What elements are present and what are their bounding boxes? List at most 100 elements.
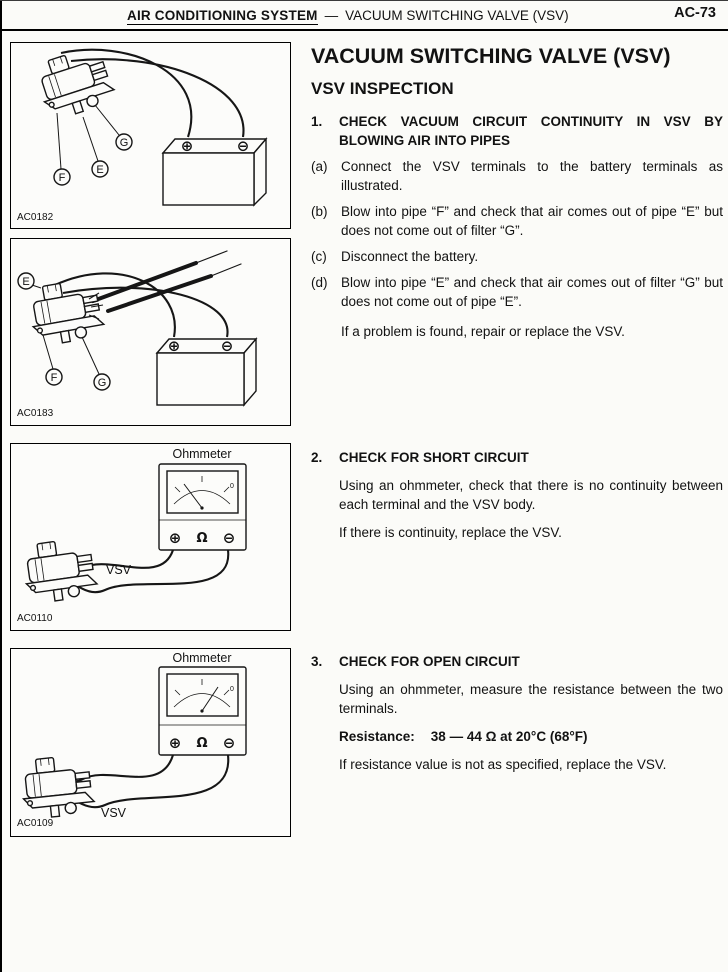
step-2: 2. CHECK FOR SHORT CIRCUIT Using an ohmm…: [311, 448, 723, 542]
sub-item-c: (c) Disconnect the battery.: [311, 247, 723, 266]
step-3: 3. CHECK FOR OPEN CIRCUIT Using an ohmme…: [311, 652, 723, 774]
scan-edge-left: [0, 0, 2, 972]
air-blow-lines: [88, 292, 104, 320]
page-header: AIR CONDITIONING SYSTEM — VACUUM SWITCHING…: [2, 0, 728, 31]
vsv-valve-illustration: [18, 753, 97, 821]
label-circle-f: [53, 168, 71, 186]
page-number: AC-73: [674, 5, 716, 21]
step-heading: CHECK FOR OPEN CIRCUIT: [339, 654, 520, 669]
step-2-head: 2. CHECK FOR SHORT CIRCUIT: [311, 448, 723, 467]
figure-column: ⊕ ⊖ G E F AC0182: [10, 42, 291, 837]
sub-item-b: (b) Blow into pipe “F” and check that ai…: [311, 202, 723, 240]
leader-g: [94, 104, 120, 136]
leader-e: [31, 284, 42, 289]
vsv-label: VSV: [106, 563, 132, 577]
item-marker: (a): [311, 159, 328, 174]
step-heading: CHECK VACUUM CIRCUIT CONTINUITY IN VSV B…: [339, 114, 723, 148]
port-label-f: F: [51, 372, 58, 384]
battery-plus-icon: ⊕: [168, 337, 181, 355]
item-marker: (b): [311, 204, 328, 219]
ohmmeter-caption: Ohmmeter: [172, 651, 231, 665]
label-circle-e: [91, 160, 109, 178]
figure2-illustration: ⊕ ⊖ E F G AC0183: [17, 250, 258, 419]
header-section: AIR CONDITIONING SYSTEM: [127, 8, 318, 25]
battery: ⊕ ⊖: [161, 137, 268, 207]
meter-plus-terminal-icon: ⊕: [169, 529, 182, 547]
leader-e: [82, 116, 99, 162]
battery: ⊕ ⊖: [155, 337, 258, 407]
figure-code: AC0183: [17, 408, 54, 419]
figure-short-circuit-test: Ohmmeter 0 ⊕ Ω ⊖ VSV AC0110: [10, 443, 291, 631]
battery-wire-positive: [54, 272, 176, 338]
ohmmeter: 0 ⊕ Ω ⊖: [158, 666, 247, 756]
meter-scale-zero: 0: [230, 483, 234, 490]
scan-edge-top: [0, 0, 728, 1]
leader-f: [42, 334, 54, 370]
header-subsection: VACUUM SWITCHING VALVE (VSV): [345, 8, 569, 23]
section-subtitle: VSV INSPECTION: [311, 79, 454, 98]
battery-wire-negative: [62, 286, 229, 338]
step-1-head: 1. CHECK VACUUM CIRCUIT CONTINUITY IN VS…: [311, 112, 723, 150]
figure4-illustration: Ohmmeter 0 ⊕ Ω ⊖ VSV AC0109: [17, 651, 247, 829]
meter-ohm-icon: Ω: [196, 736, 207, 751]
step-number: 3.: [311, 654, 323, 669]
step-3-head: 3. CHECK FOR OPEN CIRCUIT: [311, 652, 723, 671]
port-label-e: E: [96, 164, 103, 176]
page-title: VACUUM SWITCHING VALVE (VSV): [311, 44, 671, 68]
leader-g: [81, 336, 100, 375]
vsv-valve-illustration: [31, 43, 119, 123]
meter-needle: [201, 686, 219, 712]
step-note: If a problem is found, repair or replace…: [341, 324, 625, 339]
header-title: AIR CONDITIONING SYSTEM — VACUUM SWITCHING…: [127, 8, 569, 25]
battery-plus-icon: ⊕: [181, 137, 194, 155]
figure-vsv-battery-blow-test: ⊕ ⊖ G E F AC0182: [10, 42, 291, 229]
resistance-spec: Resistance: 38 — 44 Ω at 20°C (68°F): [339, 727, 723, 746]
label-circle-g: [93, 373, 111, 391]
spec-label: Resistance:: [339, 729, 415, 744]
meter-plus-terminal-icon: ⊕: [169, 734, 182, 752]
step-paragraph: If resistance value is not as specified,…: [339, 757, 667, 772]
step-heading: CHECK FOR SHORT CIRCUIT: [339, 450, 529, 465]
step-paragraph: If there is continuity, replace the VSV.: [339, 525, 562, 540]
vsv-valve-illustration: [20, 535, 100, 606]
item-marker: (d): [311, 275, 328, 290]
step-number: 2.: [311, 450, 323, 465]
figure-code: AC0109: [17, 818, 54, 829]
item-text: Disconnect the battery.: [341, 249, 479, 264]
step-number: 1.: [311, 114, 323, 129]
item-text: Connect the VSV terminals to the battery…: [341, 159, 723, 193]
label-circle-f: [45, 368, 63, 386]
figure3-illustration: Ohmmeter 0 ⊕ Ω ⊖ VSV AC0110: [17, 447, 247, 624]
leader-f: [56, 112, 62, 170]
sub-item-d: (d) Blow into pipe “E” and check that ai…: [311, 273, 723, 311]
figure-open-circuit-test: Ohmmeter 0 ⊕ Ω ⊖ VSV AC0109: [10, 648, 291, 837]
header-dash: —: [324, 8, 339, 23]
vsv-label: VSV: [101, 806, 127, 820]
ohmmeter-caption: Ohmmeter: [172, 447, 231, 461]
item-text: Blow into pipe “F” and check that air co…: [341, 204, 723, 238]
port-label-g: G: [120, 137, 129, 149]
step-paragraph: Using an ohmmeter, measure the resistanc…: [339, 682, 723, 716]
figure-code: AC0182: [17, 212, 54, 223]
sub-item-a: (a) Connect the VSV terminals to the bat…: [311, 157, 723, 195]
meter-minus-terminal-icon: ⊖: [223, 734, 236, 752]
meter-minus-terminal-icon: ⊖: [223, 529, 236, 547]
label-circle-g: [115, 133, 133, 151]
item-text: Blow into pipe “E” and check that air co…: [341, 275, 723, 309]
figure1-illustration: ⊕ ⊖ G E F AC0182: [17, 43, 268, 223]
step-1: 1. CHECK VACUUM CIRCUIT CONTINUITY IN VS…: [311, 112, 723, 341]
text-column: VACUUM SWITCHING VALVE (VSV) VSV INSPECT…: [311, 44, 723, 772]
item-marker: (c): [311, 249, 327, 264]
port-label-g: G: [98, 377, 107, 389]
figure-vsv-battery-second-test: ⊕ ⊖ E F G AC0183: [10, 238, 291, 426]
meter-scale-zero: 0: [230, 686, 234, 693]
ohmmeter: 0 ⊕ Ω ⊖: [158, 463, 247, 551]
battery-minus-icon: ⊖: [237, 137, 250, 155]
step-paragraph: Using an ohmmeter, check that there is n…: [339, 478, 723, 512]
port-label-e: E: [22, 276, 29, 288]
meter-needle: [183, 483, 203, 509]
spec-value: 38 — 44 Ω at 20°C (68°F): [430, 729, 588, 744]
battery-wire-negative: [70, 58, 245, 138]
meter-ohm-icon: Ω: [196, 531, 207, 546]
